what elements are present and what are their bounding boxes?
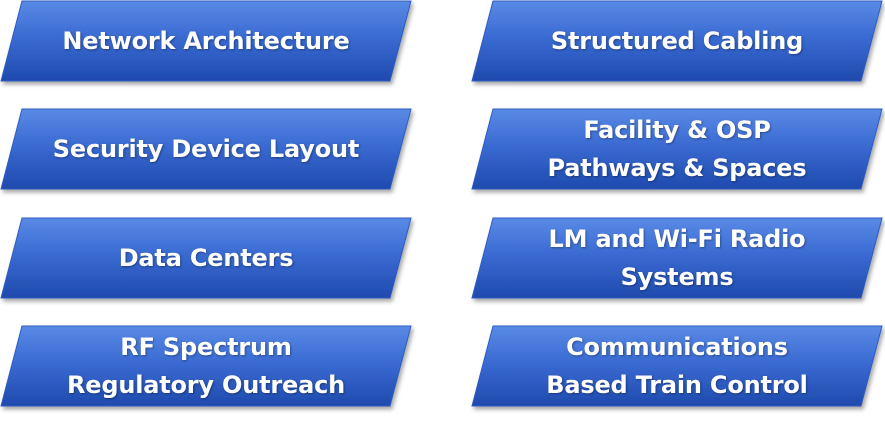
tile-label: Security Device Layout <box>0 108 412 190</box>
tile-facility-osp-pathways: Facility & OSP Pathways & Spaces <box>471 108 883 190</box>
tile-label-line-2: Regulatory Outreach <box>66 371 346 399</box>
tile-security-device-layout: Security Device Layout <box>0 108 412 190</box>
tile-rf-spectrum-regulatory: RF Spectrum Regulatory Outreach <box>0 325 412 407</box>
tile-label: Facility & OSP Pathways & Spaces <box>471 108 883 190</box>
tile-label-line-1: Facility & OSP <box>583 116 771 144</box>
tile-label-line-1: Structured Cabling <box>550 27 804 55</box>
tile-label: Structured Cabling <box>471 0 883 82</box>
tile-network-architecture: Network Architecture <box>0 0 412 82</box>
parallelogram-shape <box>471 0 883 82</box>
tile-label-line-2: Based Train Control <box>546 371 808 399</box>
parallelogram-shape <box>471 325 883 407</box>
tile-label: LM and Wi-Fi Radio Systems <box>471 217 883 299</box>
tile-label: Network Architecture <box>0 0 412 82</box>
tile-label-line-2: Pathways & Spaces <box>547 154 807 182</box>
parallelogram-shape <box>471 217 883 299</box>
tile-label-line-1: Network Architecture <box>62 27 350 55</box>
parallelogram-shape <box>0 325 412 407</box>
tile-label: Data Centers <box>0 217 412 299</box>
tile-label-line-1: LM and Wi-Fi Radio <box>548 225 806 253</box>
tile-label-line-1: Data Centers <box>118 244 294 272</box>
tile-label-line-2: Systems <box>620 263 734 291</box>
tile-label: RF Spectrum Regulatory Outreach <box>0 325 412 407</box>
parallelogram-shape <box>471 108 883 190</box>
tile-data-centers: Data Centers <box>0 217 412 299</box>
tile-label: Communications Based Train Control <box>471 325 883 407</box>
tile-label-line-1: Security Device Layout <box>52 135 360 163</box>
tile-structured-cabling: Structured Cabling <box>471 0 883 82</box>
tile-lm-wifi-radio-systems: LM and Wi-Fi Radio Systems <box>471 217 883 299</box>
parallelogram-shape <box>0 108 412 190</box>
tile-communications-train-control: Communications Based Train Control <box>471 325 883 407</box>
parallelogram-shape <box>0 0 412 82</box>
parallelogram-shape <box>0 217 412 299</box>
tile-label-line-1: Communications <box>566 333 788 361</box>
tile-label-line-1: RF Spectrum <box>120 333 292 361</box>
